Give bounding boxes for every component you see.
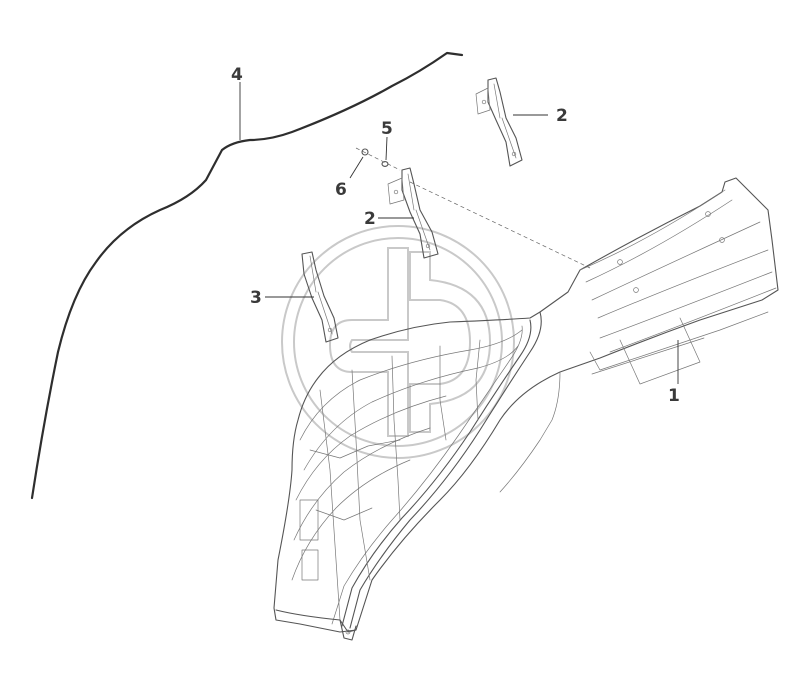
callout-6: 6 [335, 180, 347, 200]
assembly-line-bracket [409, 181, 591, 269]
watermark-logo [281, 225, 515, 459]
part-2-bracket-middle [387, 167, 439, 259]
assembly-line-bolt [355, 147, 401, 171]
leader-lines [239, 82, 679, 384]
callout-4: 4 [231, 65, 243, 85]
part-2-bracket-upper [475, 77, 523, 167]
part-3-bracket [301, 251, 339, 343]
callout-2-upper: 2 [556, 106, 568, 126]
part-6-nut [361, 148, 369, 156]
callout-5: 5 [381, 119, 393, 139]
callout-1: 1 [668, 386, 680, 406]
callout-3: 3 [250, 288, 262, 308]
part-4-rod [30, 51, 464, 500]
part-1-fender-panel [273, 177, 779, 641]
part-5-washer [381, 161, 389, 167]
callout-2-middle: 2 [364, 209, 376, 229]
